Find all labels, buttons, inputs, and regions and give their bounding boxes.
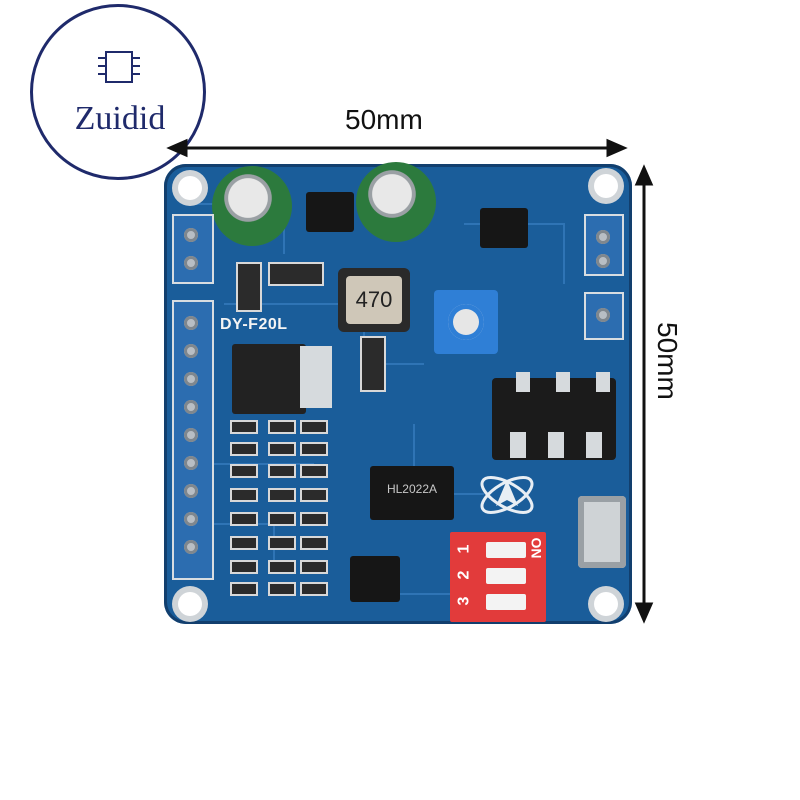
- mounting-hole: [178, 592, 202, 616]
- dip-switch-lever: [486, 542, 526, 558]
- smd-resistor: [300, 512, 328, 526]
- smd-resistor: [230, 536, 258, 550]
- smd-resistor: [268, 420, 296, 434]
- diode: [268, 262, 324, 286]
- dip-switch-on-label: ON: [528, 537, 545, 559]
- header-pin: [184, 512, 198, 526]
- jack-pin: [556, 372, 570, 392]
- mounting-hole: [594, 592, 618, 616]
- smd-resistor: [268, 488, 296, 502]
- logo-text: Zuidid: [74, 100, 166, 137]
- board-label: DY-F20L: [220, 316, 288, 333]
- jack-pin: [586, 432, 602, 458]
- smd-resistor: [268, 582, 296, 596]
- smd-resistor: [268, 512, 296, 526]
- jack-pin: [516, 372, 530, 392]
- smd-resistor: [230, 420, 258, 434]
- header-pin: [184, 344, 198, 358]
- smd-resistor: [300, 442, 328, 456]
- header-pin: [184, 540, 198, 554]
- micro-usb-port: [578, 496, 626, 568]
- header-pin: [184, 400, 198, 414]
- height-dimension-label: 50mm: [652, 322, 683, 400]
- terminal-pin: [596, 254, 610, 268]
- regulator-tab: [300, 346, 332, 408]
- smd-component: [236, 262, 262, 312]
- smd-resistor: [230, 488, 258, 502]
- mounting-hole: [594, 174, 618, 198]
- smd-resistor: [230, 464, 258, 478]
- amplifier-chip-marking: HL2022A: [386, 482, 438, 496]
- chip-logo-icon: [98, 51, 140, 83]
- terminal-pin: [184, 256, 198, 270]
- jack-pin: [548, 432, 564, 458]
- smd-resistor: [300, 560, 328, 574]
- header-pin: [184, 372, 198, 386]
- diode-ss34: [360, 336, 386, 392]
- ic-chip: [480, 208, 528, 248]
- terminal-pin: [184, 228, 198, 242]
- potentiometer-dial-icon: [448, 304, 484, 340]
- terminal-block-left: [172, 214, 214, 284]
- terminal-pin: [596, 230, 610, 244]
- header-pin: [184, 456, 198, 470]
- smd-resistor: [230, 560, 258, 574]
- smd-resistor: [230, 512, 258, 526]
- header-pin: [184, 316, 198, 330]
- mounting-hole: [178, 176, 202, 200]
- header-pin: [184, 484, 198, 498]
- smd-resistor: [230, 582, 258, 596]
- smd-resistor: [300, 420, 328, 434]
- ic-chip: [350, 556, 400, 602]
- smd-resistor: [268, 464, 296, 478]
- jack-pin: [510, 432, 526, 458]
- smd-resistor: [300, 536, 328, 550]
- amplifier-chip: [370, 466, 454, 520]
- jack-pin: [596, 372, 610, 392]
- smd-resistor: [230, 442, 258, 456]
- dip-switch-number: 1: [455, 544, 473, 554]
- electrolytic-capacitor: [212, 166, 292, 246]
- dip-switch-number: 3: [455, 596, 473, 606]
- terminal-pin: [596, 308, 610, 322]
- smd-resistor: [268, 442, 296, 456]
- brand-logo: [30, 4, 206, 180]
- dip-switch-number: 2: [455, 570, 473, 580]
- smd-resistor: [300, 582, 328, 596]
- smd-resistor: [268, 536, 296, 550]
- inductor-marking: 470: [346, 276, 402, 324]
- width-dimension-label: 50mm: [345, 104, 423, 135]
- dip-switch-lever: [486, 594, 526, 610]
- smd-resistor: [300, 488, 328, 502]
- atom-logo-icon: [480, 476, 534, 514]
- smd-resistor: [268, 560, 296, 574]
- ic-chip: [306, 192, 354, 232]
- header-pin: [184, 428, 198, 442]
- electrolytic-capacitor: [356, 162, 436, 242]
- voltage-regulator: [232, 344, 306, 414]
- smd-resistor: [300, 464, 328, 478]
- dip-switch-lever: [486, 568, 526, 584]
